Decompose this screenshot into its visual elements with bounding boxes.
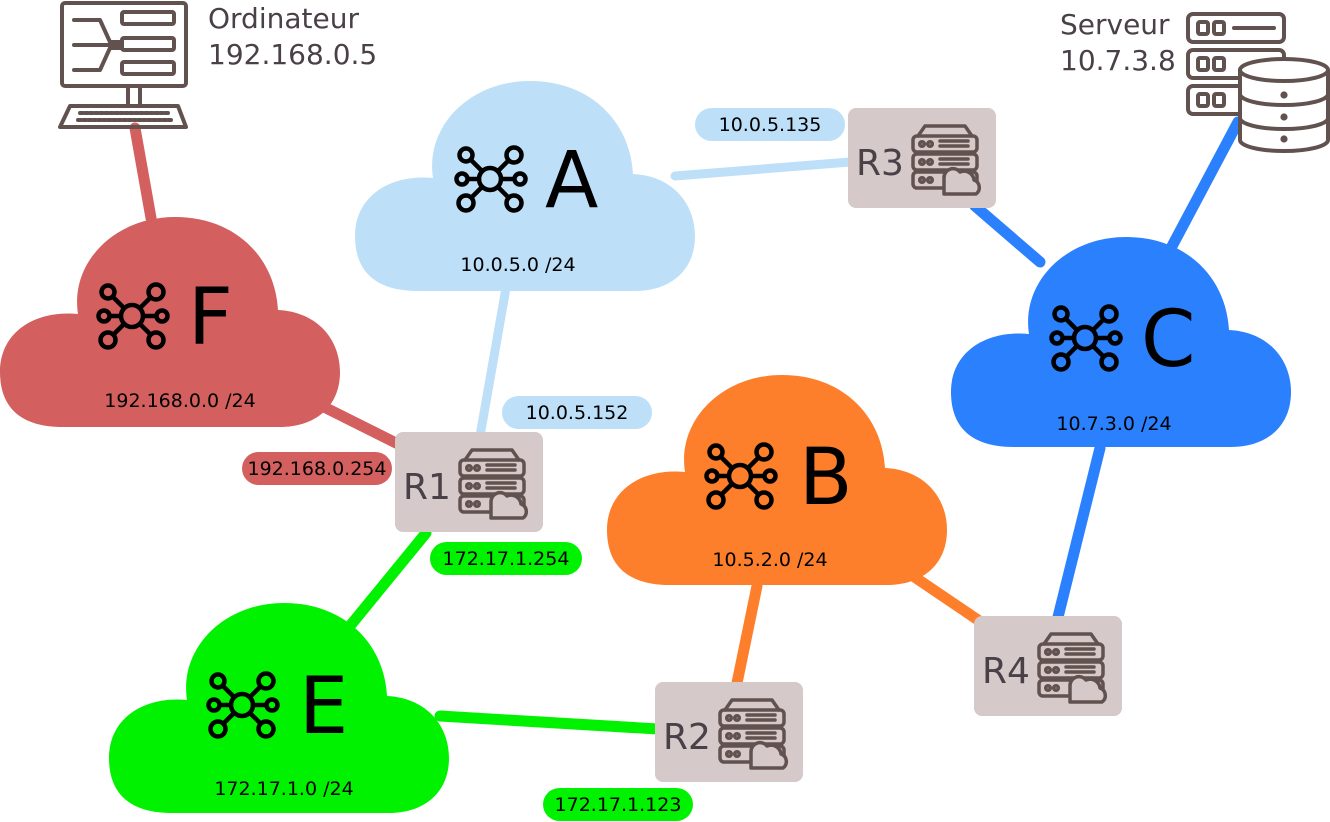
ip-text: 10.0.5.152 — [526, 402, 629, 424]
server-ip: 10.7.3.8 — [1060, 44, 1176, 77]
subnet-label: 10.0.5.0 /24 — [460, 254, 575, 276]
subnet-label: 10.5.2.0 /24 — [712, 549, 827, 571]
router-r1[interactable]: R1 — [395, 432, 543, 532]
link-b-r4 — [907, 570, 984, 626]
router-label: R1 — [403, 467, 451, 508]
network-letter: C — [1141, 295, 1195, 385]
link-e-r2 — [434, 710, 664, 735]
link-f-r1 — [312, 398, 406, 451]
router-r2[interactable]: R2 — [655, 682, 803, 782]
router-server-icon — [718, 698, 789, 770]
network-cloud-c: C 10.7.3.0 /24 — [951, 237, 1291, 447]
ip-label-r1-e: 172.17.1.254 — [430, 542, 582, 575]
ip-text: 172.17.1.123 — [555, 794, 682, 816]
router-r3[interactable]: R3 — [848, 108, 996, 208]
links — [129, 116, 1244, 735]
router-label: R4 — [982, 651, 1030, 692]
subnet-label: 10.7.3.0 /24 — [1056, 413, 1171, 435]
computer-ip: 192.168.0.5 — [208, 38, 377, 71]
network-letter: B — [799, 433, 853, 523]
link-a-r3 — [670, 157, 855, 181]
router-label: R3 — [856, 143, 904, 184]
server-database-icon — [1186, 12, 1330, 153]
ip-text: 172.17.1.254 — [443, 548, 570, 570]
network-letter: E — [299, 662, 348, 752]
router-label: R2 — [663, 717, 711, 758]
ip-text: 10.0.5.135 — [719, 114, 822, 136]
ip-label-r1-f: 192.168.0.254 — [242, 452, 392, 485]
network-letter: F — [188, 273, 233, 363]
router-server-icon — [911, 124, 982, 196]
link-a-r1 — [475, 283, 511, 441]
link-r3-c — [969, 200, 1046, 268]
computer-name: Ordinateur — [208, 2, 359, 35]
computer-icon — [58, 1, 188, 129]
network-cloud-a: A 10.0.5.0 /24 — [355, 81, 695, 291]
link-r1-e — [339, 527, 432, 638]
server-name: Serveur — [1060, 8, 1170, 41]
router-server-icon — [458, 448, 529, 520]
ip-label-r1-a: 10.0.5.152 — [502, 396, 652, 429]
network-cloud-e: E 172.17.1.0 /24 — [109, 603, 449, 813]
link-b-r2 — [731, 580, 763, 689]
subnet-label: 192.168.0.0 /24 — [104, 390, 255, 412]
ip-label-r2-e: 172.17.1.123 — [543, 788, 693, 821]
server[interactable]: Serveur 10.7.3.8 — [1060, 8, 1330, 153]
network-letter: A — [545, 136, 598, 226]
link-server-c — [1164, 116, 1244, 256]
router-server-icon — [1037, 632, 1108, 704]
link-computer-f — [129, 122, 157, 224]
link-c-r4 — [1052, 442, 1106, 623]
computer[interactable]: Ordinateur 192.168.0.5 — [58, 1, 377, 129]
router-r4[interactable]: R4 — [974, 616, 1122, 716]
ip-label-r3-a: 10.0.5.135 — [695, 108, 845, 141]
ip-text: 192.168.0.254 — [247, 458, 386, 480]
network-cloud-b: B 10.5.2.0 /24 — [607, 375, 947, 585]
subnet-label: 172.17.1.0 /24 — [214, 778, 353, 800]
network-cloud-f: F 192.168.0.0 /24 — [0, 217, 340, 427]
